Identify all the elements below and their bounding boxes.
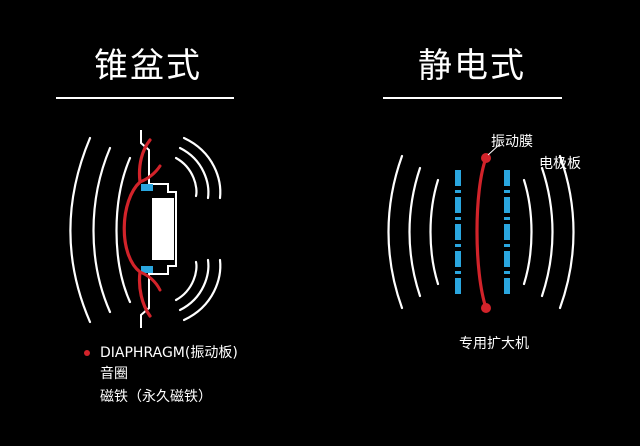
es-wave-right-3 — [558, 154, 575, 310]
sound-wave-left-3 — [69, 136, 92, 324]
speaker-frame — [140, 130, 177, 328]
title-divider-left — [56, 97, 234, 99]
sound-wave-right-6 — [182, 258, 222, 322]
sound-wave-right-1 — [174, 156, 198, 198]
label-amplifier: 专用扩大机 — [459, 336, 529, 352]
es-diaphragm — [475, 157, 488, 309]
legend-diaphragm-dot — [84, 350, 90, 356]
es-diaphragm-bottom-node — [481, 303, 491, 313]
sound-wave-right-5 — [178, 258, 210, 312]
legend-voice-coil: 音圈 — [100, 366, 128, 382]
es-wave-right-1 — [522, 178, 533, 286]
label-diaphragm: 振动膜 — [491, 134, 533, 150]
label-electrode: 电极板 — [539, 156, 581, 172]
sound-wave-left-2 — [92, 146, 112, 314]
cone-diaphragm-surround — [138, 164, 162, 292]
title-cone: 锥盆式 — [94, 46, 202, 86]
legend-magnet: 磁铁（永久磁铁） — [100, 389, 212, 405]
cone-diaphragm — [122, 138, 152, 318]
title-electrostatic: 静电式 — [418, 46, 526, 86]
cone-speaker — [69, 136, 222, 324]
diaphragm-leader — [487, 143, 501, 156]
sound-wave-left-1 — [115, 156, 132, 304]
sound-wave-right-4 — [174, 260, 198, 302]
sound-wave-right-3 — [182, 136, 222, 200]
es-wave-right-2 — [540, 166, 554, 298]
legend-diaphragm: DIAPHRAGM(振动板) — [100, 345, 238, 361]
sound-wave-right-2 — [178, 146, 210, 200]
title-divider-right — [383, 97, 562, 99]
es-wave-left-3 — [387, 154, 404, 310]
voice-coil-bottom — [141, 266, 153, 273]
electrostatic-speaker — [387, 154, 575, 310]
magnet — [152, 198, 174, 260]
es-wave-left-2 — [408, 166, 422, 298]
es-diaphragm-top-node — [481, 153, 491, 163]
voice-coil-top — [141, 184, 153, 191]
es-wave-left-1 — [429, 178, 440, 286]
